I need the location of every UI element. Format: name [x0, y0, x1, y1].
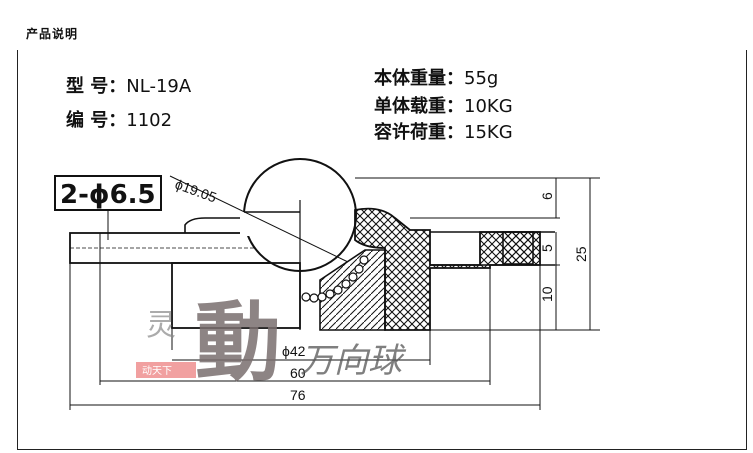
dim-60-label: 60 — [290, 365, 306, 381]
watermark-side: 灵 — [146, 308, 176, 343]
hole-callout-box — [54, 175, 162, 211]
spec-single-load-label: 单体载重： — [374, 96, 464, 117]
dim-42-label: ϕ42 — [282, 343, 306, 359]
dim-76-label: 76 — [290, 387, 306, 403]
spec-allowable-load-label: 容许荷重： — [374, 122, 464, 143]
spec-single-load: 单体载重：10KG — [374, 92, 513, 118]
watermark-stamp-bg — [136, 362, 196, 378]
spec-allowable-load: 容许荷重：15KG — [374, 118, 513, 144]
housing-right-rib — [502, 231, 534, 265]
watermark-logo: 灵 动天下 動 万向球 — [136, 292, 407, 393]
spec-number-value: 1102 — [126, 110, 173, 131]
dim-6-label: 6 — [539, 192, 555, 200]
bearing-balls — [301, 255, 369, 303]
watermark-tail: 万向球 — [300, 341, 407, 381]
spec-weight-label: 本体重量： — [374, 68, 464, 89]
spec-allowable-load-value: 15KG — [464, 122, 513, 143]
top-cap — [184, 217, 301, 233]
ball-leader — [169, 175, 349, 263]
cup-section — [319, 249, 386, 331]
spec-weight: 本体重量：55g — [374, 64, 498, 90]
dim-5-label: 5 — [539, 244, 555, 252]
spec-number-label: 编 号： — [66, 110, 127, 131]
ball-diameter-label: ϕ19.05 — [173, 176, 219, 206]
spec-model-value: NL-19A — [126, 76, 192, 97]
spec-single-load-value: 10KG — [464, 96, 513, 117]
spec-model: 型 号：NL-19A — [66, 72, 191, 98]
spec-weight-value: 55g — [464, 68, 499, 89]
dim-25-label: 25 — [573, 246, 589, 262]
dim-10-label: 10 — [539, 286, 555, 302]
page-header: 产品说明 — [26, 27, 79, 41]
spec-number: 编 号：1102 — [66, 106, 172, 132]
hole-callout-text: 2-ϕ6.5 — [60, 180, 156, 210]
spec-model-label: 型 号： — [66, 76, 127, 97]
watermark-stamp: 动天下 — [142, 365, 172, 377]
watermark-main: 動 — [195, 292, 281, 393]
drawing-frame — [17, 50, 747, 450]
